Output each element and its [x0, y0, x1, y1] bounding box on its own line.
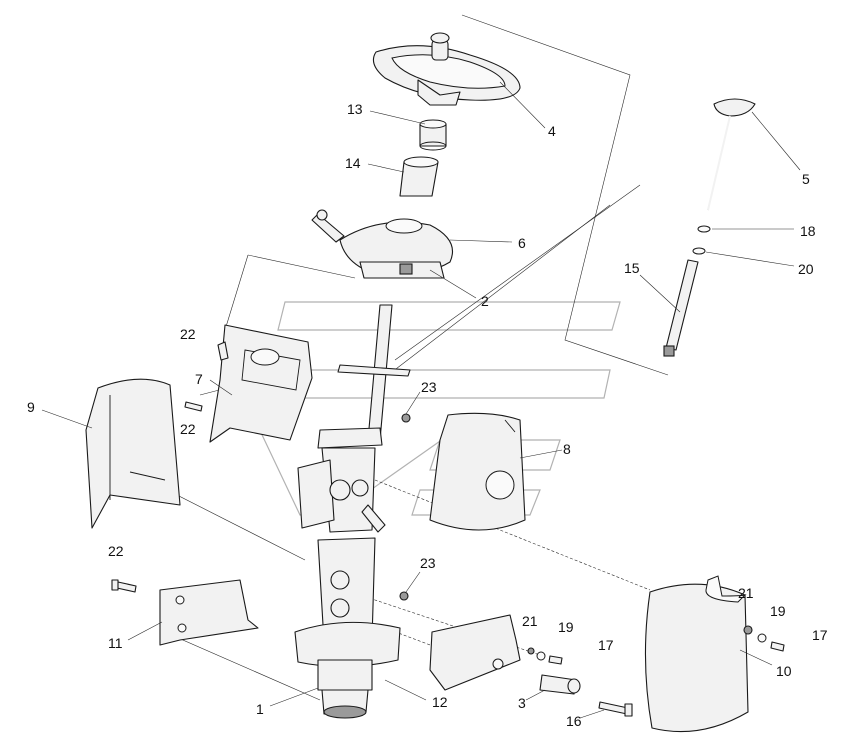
callout-18: 18: [800, 223, 816, 239]
callout-14: 14: [345, 155, 361, 171]
callout-labels: 1 2 3 4 5 6 7 8 9 10 11 12 13 14 15 16 1…: [27, 101, 828, 729]
callout-13: 13: [347, 101, 363, 117]
lower-column-assembly: [294, 537, 401, 719]
upper-left-cover: [209, 324, 313, 443]
lower-right-shroud: [644, 575, 749, 733]
lever-washers: [692, 225, 711, 255]
upper-column-assembly: [297, 447, 386, 533]
callout-5: 5: [802, 171, 810, 187]
callout-12: 12: [432, 694, 448, 710]
callout-7: 7: [195, 371, 203, 387]
lever-rod: [663, 259, 699, 357]
fasteners: [111, 341, 785, 717]
steering-wheel: [372, 32, 521, 106]
callout-10: 10: [776, 663, 792, 679]
callout-15: 15: [624, 260, 640, 276]
right-side-cover: [429, 412, 526, 531]
callout-4: 4: [548, 123, 556, 139]
callout-22-mid: 22: [180, 421, 196, 437]
callout-23-bottom: 23: [420, 555, 436, 571]
left-side-panel: [85, 378, 181, 529]
callout-21-right: 21: [738, 585, 754, 601]
hub-bushing: [419, 119, 447, 151]
steering-shaft: [317, 304, 411, 449]
combination-switch: [311, 209, 454, 279]
callout-8: 8: [563, 441, 571, 457]
callout-22-top: 22: [180, 326, 196, 342]
lower-left-bracket: [159, 579, 259, 646]
callout-17-left: 17: [598, 637, 614, 653]
callout-leader-lines: [41, 81, 801, 719]
callout-2: 2: [481, 293, 489, 309]
callout-11: 11: [108, 635, 123, 651]
callout-22-bottom: 22: [108, 543, 124, 559]
callout-3: 3: [518, 695, 526, 711]
callout-19-right: 19: [770, 603, 786, 619]
callout-19-left: 19: [558, 619, 574, 635]
callout-16: 16: [566, 713, 582, 729]
sleeve: [399, 156, 439, 197]
gear-lever: [707, 98, 756, 211]
callout-21-left: 21: [522, 613, 538, 629]
callout-23-top: 23: [421, 379, 437, 395]
callout-1: 1: [256, 701, 264, 717]
lower-right-bracket: [429, 614, 581, 695]
callout-17-right: 17: [812, 627, 828, 643]
callout-6: 6: [518, 235, 526, 251]
callout-9: 9: [27, 399, 35, 415]
callout-20: 20: [798, 261, 814, 277]
